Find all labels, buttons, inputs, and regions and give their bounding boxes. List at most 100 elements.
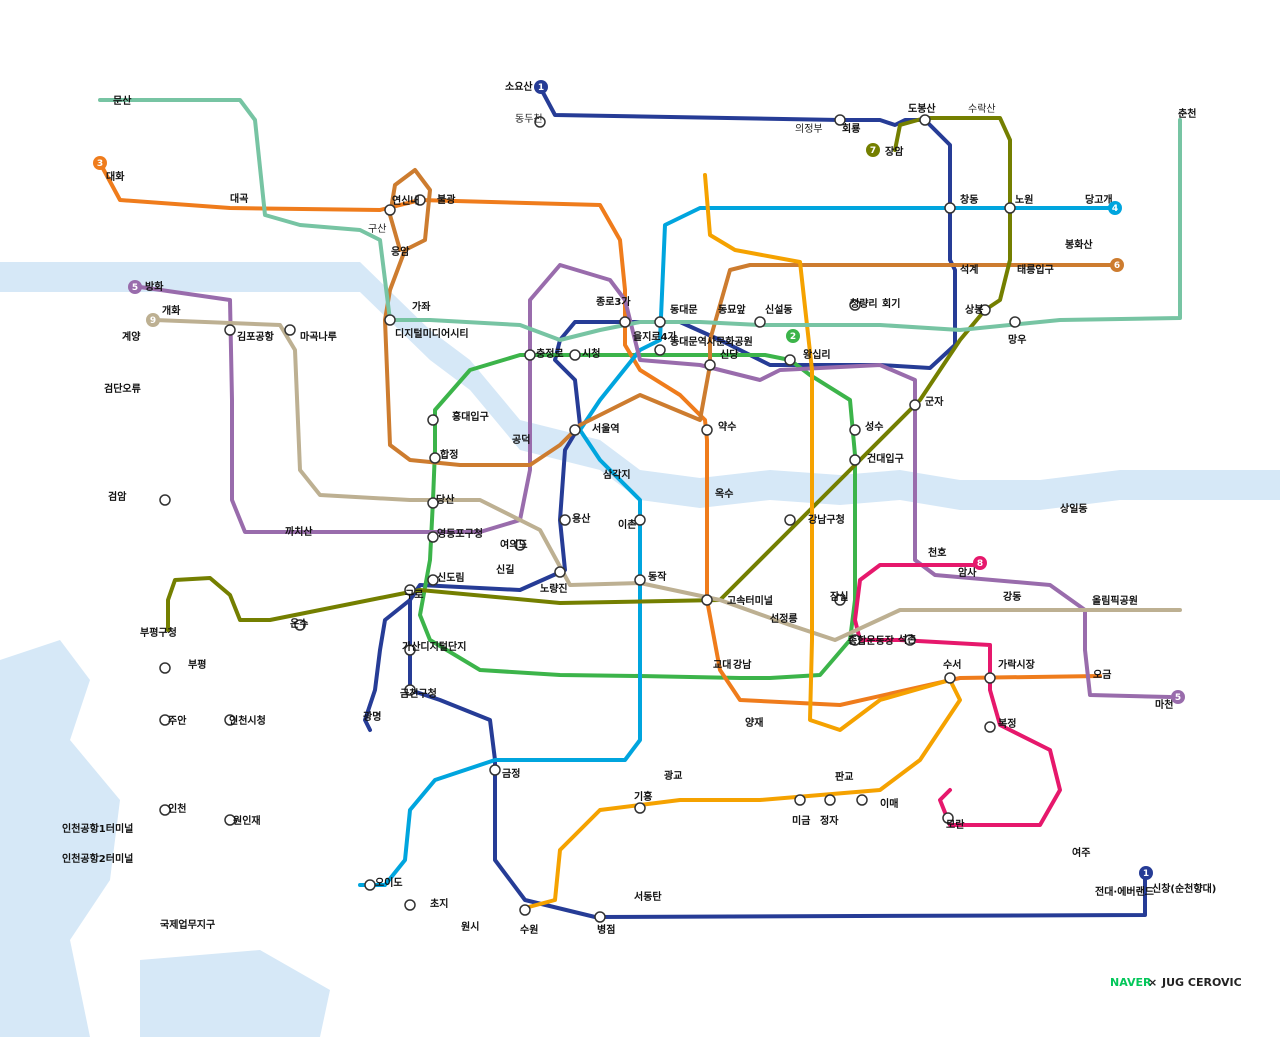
water-layer: [0, 262, 1280, 1037]
station-label-hoeryong: 회룡: [842, 122, 860, 135]
interchange-marker[interactable]: [944, 202, 956, 214]
interchange-marker[interactable]: [489, 764, 501, 776]
line-6-route: [383, 168, 1117, 467]
station-label-gusan: 구산: [368, 223, 386, 235]
interchange-marker[interactable]: [384, 204, 396, 216]
interchange-marker[interactable]: [569, 349, 581, 361]
interchange-marker[interactable]: [534, 116, 546, 128]
interchange-marker[interactable]: [634, 574, 646, 586]
station-label-juan: 주안: [168, 714, 187, 727]
interchange-marker[interactable]: [849, 454, 861, 466]
station-label-suraksan: 수락산: [968, 103, 996, 115]
station-label-hoegi: 회기: [882, 297, 900, 310]
interchange-marker[interactable]: [919, 114, 931, 126]
interchange-marker[interactable]: [856, 794, 868, 806]
interchange-marker[interactable]: [784, 514, 796, 526]
station-label-bokjeong: 복정: [998, 717, 1016, 730]
interchange-marker[interactable]: [427, 497, 439, 509]
interchange-marker[interactable]: [427, 531, 439, 543]
station-label-daehwa: 대화: [106, 170, 125, 183]
line-1-badge: 1: [534, 80, 548, 94]
station-label-geomdan: 검단오류: [104, 382, 141, 395]
station-label-sports: 종합운동장: [848, 634, 895, 647]
station-label-eungam: 응암: [391, 246, 410, 258]
interchange-marker[interactable]: [159, 714, 171, 726]
interchange-marker[interactable]: [849, 424, 861, 436]
interchange-marker[interactable]: [429, 452, 441, 464]
station-label-nodeul: 노량진: [540, 582, 568, 595]
interchange-marker[interactable]: [514, 539, 526, 551]
interchange-marker[interactable]: [159, 804, 171, 816]
interchange-marker[interactable]: [834, 594, 846, 606]
station-label-byeongjeom: 병점: [597, 923, 615, 936]
station-label-taereung: 태릉입구: [1017, 263, 1054, 276]
interchange-marker[interactable]: [284, 324, 296, 336]
station-label-cheonho: 천호: [928, 546, 946, 559]
interchange-marker[interactable]: [1004, 202, 1016, 214]
interchange-marker[interactable]: [904, 634, 916, 646]
interchange-marker[interactable]: [984, 721, 996, 733]
interchange-marker[interactable]: [824, 794, 836, 806]
interchange-marker[interactable]: [404, 684, 416, 696]
interchange-marker[interactable]: [794, 794, 806, 806]
interchange-marker[interactable]: [942, 812, 954, 824]
station-label-geondae: 건대입구: [867, 452, 904, 465]
station-label-woninjae: 원인재: [233, 814, 261, 827]
interchange-marker[interactable]: [569, 424, 581, 436]
interchange-marker[interactable]: [224, 814, 236, 826]
interchange-marker[interactable]: [849, 634, 861, 646]
interchange-marker[interactable]: [1009, 316, 1021, 328]
interchange-marker[interactable]: [414, 194, 426, 206]
interchange-marker[interactable]: [159, 494, 171, 506]
interchange-marker[interactable]: [554, 566, 566, 578]
interchange-marker[interactable]: [704, 359, 716, 371]
interchange-marker[interactable]: [754, 316, 766, 328]
interchange-marker[interactable]: [404, 644, 416, 656]
interchange-marker[interactable]: [427, 414, 439, 426]
interchange-marker[interactable]: [559, 514, 571, 526]
station-label-samgakji: 삼각지: [603, 468, 631, 481]
interchange-marker[interactable]: [224, 714, 236, 726]
station-label-gyeyang: 계양: [122, 330, 141, 343]
interchange-marker[interactable]: [294, 619, 306, 631]
interchange-marker[interactable]: [159, 662, 171, 674]
interchange-marker[interactable]: [654, 316, 666, 328]
interchange-marker[interactable]: [909, 399, 921, 411]
line-1-route: [363, 85, 957, 732]
station-label-choji: 초지: [430, 897, 448, 910]
station-label-seokchon: 석촌: [898, 633, 916, 646]
station-label-amsa: 암사: [958, 566, 977, 579]
interchange-marker[interactable]: [984, 672, 996, 684]
interchange-marker[interactable]: [619, 316, 631, 328]
svg-text:6: 6: [1114, 261, 1120, 271]
interchange-marker[interactable]: [427, 574, 439, 586]
interchange-marker[interactable]: [979, 304, 991, 316]
interchange-marker[interactable]: [404, 584, 416, 596]
interchange-marker[interactable]: [404, 899, 416, 911]
station-label-seonjeongneung: 선정릉: [770, 612, 798, 625]
interchange-marker[interactable]: [944, 672, 956, 684]
station-label-gajwa: 가좌: [412, 300, 431, 313]
station-label-wangsimni: 왕십리: [803, 348, 831, 361]
interchange-marker[interactable]: [701, 594, 713, 606]
interchange-marker[interactable]: [834, 114, 846, 126]
station-label-bulgwang: 불광: [437, 194, 456, 206]
interchange-marker[interactable]: [594, 911, 606, 923]
interchange-marker[interactable]: [224, 324, 236, 336]
interchange-marker[interactable]: [849, 299, 861, 311]
interchange-marker[interactable]: [784, 354, 796, 366]
svg-text:2: 2: [790, 332, 796, 342]
interchange-marker[interactable]: [634, 514, 646, 526]
han-river: [0, 262, 1280, 510]
station-label-seodongtan: 서동탄: [634, 890, 662, 903]
interchange-marker[interactable]: [634, 802, 646, 814]
svg-text:8: 8: [977, 559, 983, 569]
interchange-marker[interactable]: [519, 904, 531, 916]
interchange-marker[interactable]: [654, 344, 666, 356]
interchange-marker[interactable]: [364, 879, 376, 891]
interchange-marker[interactable]: [524, 349, 536, 361]
interchange-marker[interactable]: [701, 424, 713, 436]
station-label-jeongja: 정자: [820, 814, 839, 827]
station-label-yeongdeungpo: 영등포구청: [437, 527, 483, 540]
interchange-marker[interactable]: [384, 314, 396, 326]
